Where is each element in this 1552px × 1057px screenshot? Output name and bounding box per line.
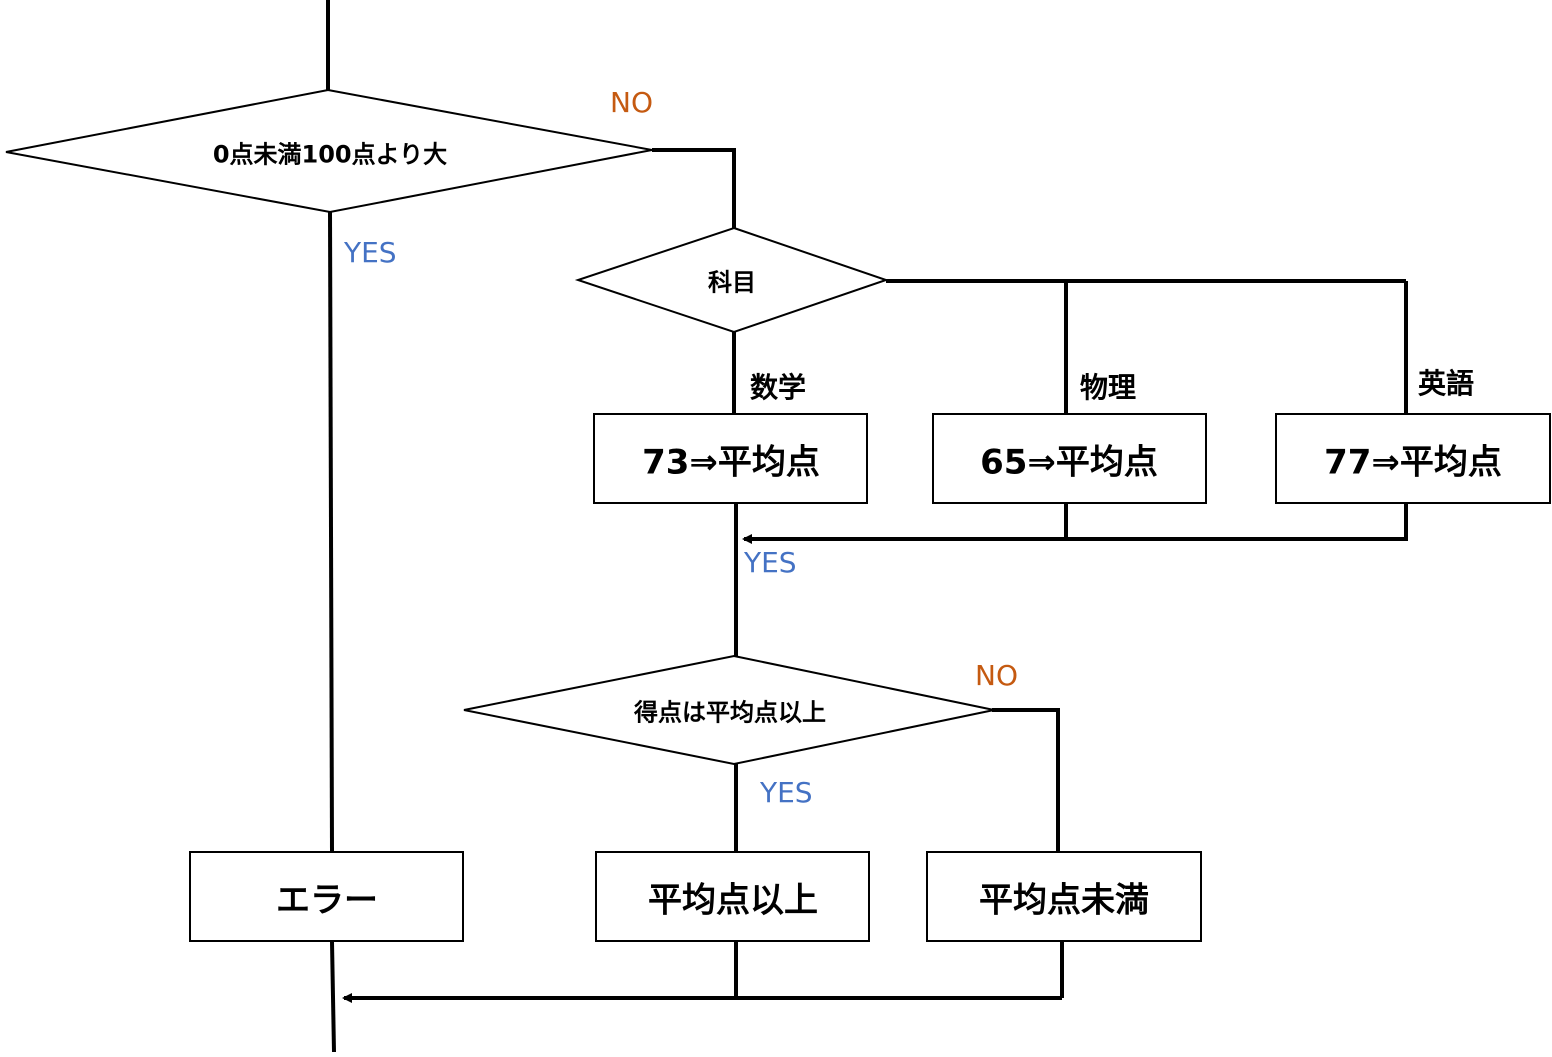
edge-no-label-2: NO — [975, 659, 1018, 692]
no-to-subject-line — [652, 148, 736, 228]
decision-compare — [463, 654, 995, 766]
branch-english-label: 英語 — [1418, 367, 1475, 400]
edge-no-label: NO — [610, 86, 653, 119]
process-math-avg — [593, 413, 868, 504]
decision-compare-label: 得点は平均点以上 — [634, 698, 826, 727]
process-physics-avg-label: 65⇒平均点 — [980, 442, 1158, 483]
yes-to-error-line — [328, 211, 334, 853]
process-math-avg-label: 73⇒平均点 — [642, 442, 820, 483]
edge-yes-label-2: YES — [744, 546, 797, 579]
process-error-label: エラー — [276, 880, 378, 921]
process-below-avg — [926, 851, 1202, 942]
decision-subject-label: 科目 — [708, 268, 756, 297]
process-below-avg-label: 平均点未満 — [979, 880, 1149, 921]
no-to-below-line — [992, 708, 1060, 852]
edge-yes-label-3: YES — [760, 776, 813, 809]
branch-physics-label: 物理 — [1080, 371, 1137, 404]
branch-math-label: 数学 — [750, 371, 807, 404]
process-physics-avg — [932, 413, 1207, 504]
decision-subject — [574, 226, 890, 334]
process-above-avg — [595, 851, 870, 942]
process-english-avg-label: 77⇒平均点 — [1324, 442, 1502, 483]
decision-range-check — [5, 88, 653, 214]
process-error — [189, 851, 464, 942]
edge-yes-label: YES — [344, 236, 397, 269]
process-above-avg-label: 平均点以上 — [648, 880, 818, 921]
decision-range-check-label: 0点未満100点より大 — [212, 140, 448, 169]
process-english-avg — [1275, 413, 1551, 504]
error-down-line — [330, 941, 336, 1053]
